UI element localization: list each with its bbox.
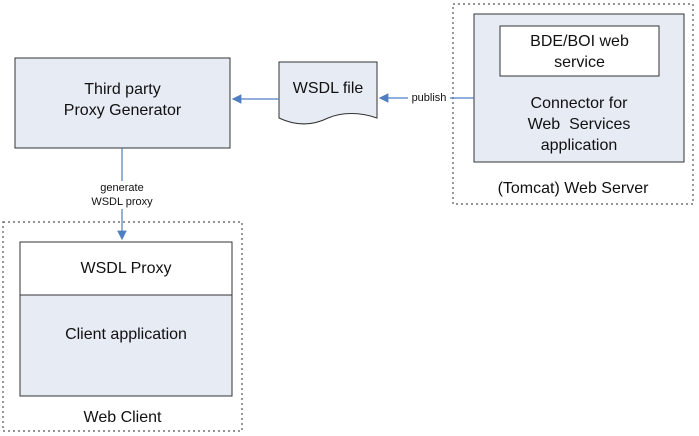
proxy-generator-box — [14, 57, 231, 149]
proxy-generator-line1: Third party — [84, 81, 161, 98]
connector-line1: Connector for — [530, 95, 628, 112]
publish-label: publish — [408, 91, 450, 105]
web-server-boundary — [452, 3, 694, 205]
service-line1: BDE/BOI web — [530, 33, 629, 50]
connector-line2: Web Services — [527, 116, 631, 133]
web-server-caption: (Tomcat) Web Server — [497, 180, 649, 197]
generate-line2: WSDL proxy — [91, 196, 153, 208]
proxy-generator-label: Third party Proxy Generator — [15, 79, 230, 121]
connector-line3: application — [540, 137, 618, 154]
wsdl-proxy-box — [19, 241, 233, 296]
generate-line1: generate — [100, 182, 144, 194]
web-client-caption: Web Client — [83, 409, 162, 426]
service-line2: service — [554, 54, 605, 71]
wsdl-proxy-label: WSDL Proxy — [80, 260, 172, 277]
client-application-box — [19, 294, 233, 397]
service-box — [499, 25, 660, 77]
wsdl-file-document — [278, 61, 378, 125]
connector-label: Connector for Web Services application — [474, 93, 684, 156]
client-application-label: Client application — [65, 326, 187, 343]
web-client-boundary — [2, 221, 243, 432]
proxy-generator-line2: Proxy Generator — [63, 102, 182, 119]
generate-label: generate WSDL proxy — [72, 181, 172, 209]
service-label: BDE/BOI web service — [500, 31, 659, 73]
wsdl-file-label: WSDL file — [292, 80, 364, 97]
